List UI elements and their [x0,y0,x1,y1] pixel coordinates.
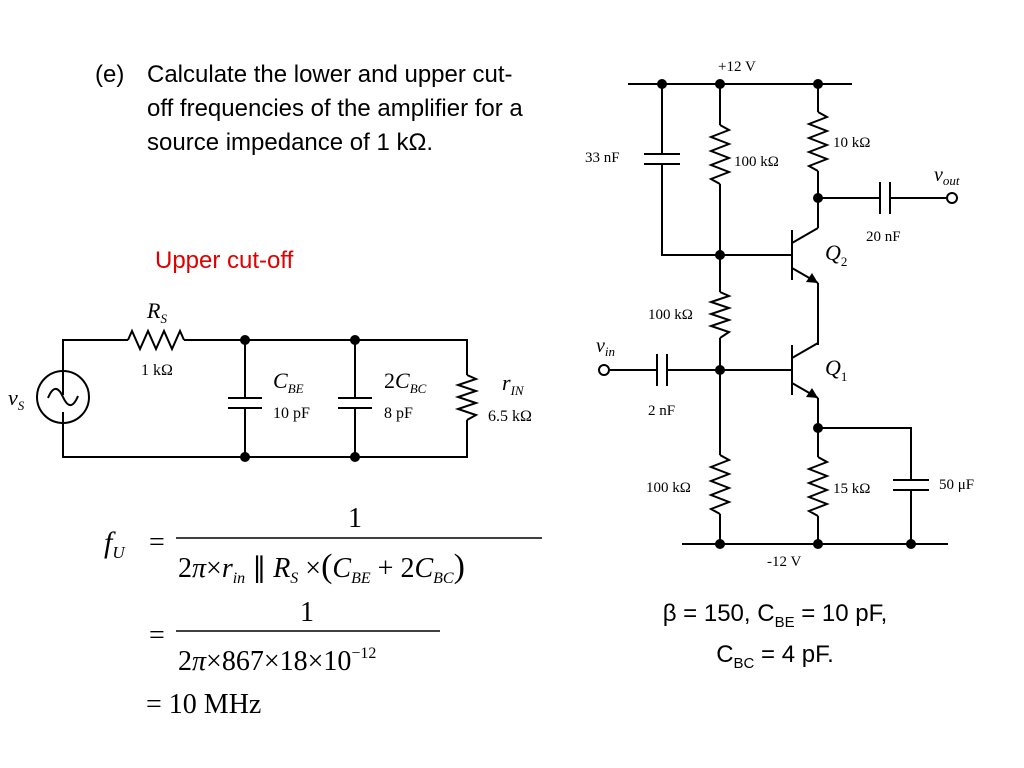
c-emitter-label: 50 μF [939,477,974,493]
parameters-line-2: CBC = 4 pF. [716,640,834,672]
cbc-label: 2CBC [384,368,427,396]
resistor-rin-symbol [454,374,480,421]
junction-dot [350,335,360,345]
junction-dot [240,452,250,462]
capacitor-cbe-symbol [228,340,262,457]
junction-dot [906,539,916,549]
vout-terminal [946,192,958,204]
equations: fU = 1 2π×rin ∥ RS ×(CBE + 2CBC) = 1 2π×… [104,503,542,720]
junction-dot [813,193,823,203]
resistor-100k-top-symbol [708,124,732,185]
cbe-label: CBE [273,368,304,396]
equation2-numerator: 1 [300,597,314,628]
capacitor-2nf-symbol [609,354,720,386]
junction-dot [813,79,823,89]
question-label: (e) [95,61,125,88]
equals-sign: = [149,620,165,651]
source-label: vS [8,385,25,413]
rs-label: RS [146,298,167,326]
rin-value: 6.5 kΩ [488,408,532,425]
supply-pos-label: +12 V [718,59,756,75]
c-top-label: 33 nF [585,150,620,166]
section-title: Upper cut-off [155,247,294,274]
wire-top-right [184,339,468,375]
junction-dot [813,423,823,433]
junction-dot [657,79,667,89]
junction-dot [240,335,250,345]
resistor-100k-mid-symbol [707,291,733,339]
equation3-result: = 10 MHz [146,689,261,720]
vin-label: vin [596,335,615,359]
r-mid-bias-label: 100 kΩ [648,307,693,323]
capacitor-33nf-symbol [644,84,720,256]
parameters-line-1: β = 150, CBE = 10 pF, [662,600,888,631]
cbe-value: 10 pF [273,405,310,422]
junction-dot [350,452,360,462]
q1-label: Q1 [825,355,847,384]
junction-dot [813,539,823,549]
equation1-numerator: 1 [348,503,362,534]
c-in-label: 2 nF [648,403,675,419]
q2-label: Q2 [825,240,847,269]
r-emitter-label: 15 kΩ [833,481,870,497]
amplifier-circuit: +12 V -12 V 33 nF 100 kΩ 100 kΩ 100 kΩ 1… [585,59,974,570]
ac-source-symbol [36,370,90,424]
equals-sign: = [149,527,165,558]
question-text: Calculate the lower and upper cut-off fr… [147,61,523,156]
cbc-value: 8 pF [384,405,413,422]
sine-wave-icon [47,387,79,407]
vin-terminal [598,364,610,376]
transistor-q1-symbol [720,342,819,399]
vout-label: vout [934,164,960,188]
parameters-note: β = 150, CBE = 10 pF, CBC = 4 pF. [610,598,940,680]
junction-dot [715,250,725,260]
q1-emitter-arrow [806,388,818,398]
small-signal-circuit: vS RS 1 kΩ CBE 10 pF 2CBC 8 pF rIN 6.5 k… [8,298,532,462]
equation1-denominator: 2π×rin ∥ RS ×(CBE + 2CBC) [178,548,465,587]
q2-emitter-arrow [806,273,818,283]
transistor-q2-symbol [720,227,819,284]
supply-neg-label: -12 V [767,554,801,570]
r-top-bias-label: 100 kΩ [734,154,779,170]
wire-top-left [62,339,128,395]
junction-dot [715,79,725,89]
equation2-denominator: 2π×867×18×10−12 [178,645,376,677]
junction-dot [715,539,725,549]
resistor-15k-symbol [806,456,830,517]
rin-label: rIN [502,370,525,398]
c-out-label: 20 nF [866,229,901,245]
resistor-10k-symbol [806,111,830,172]
capacitor-2cbc-symbol [338,340,372,457]
r-bottom-bias-label: 100 kΩ [646,480,691,496]
wire-bottom [62,412,468,458]
junction-dot [715,365,725,375]
resistor-100k-bottom-symbol [708,454,732,515]
capacitor-20nf-symbol [818,182,946,214]
rs-value: 1 kΩ [141,362,173,379]
capacitor-50uf-symbol [818,427,929,544]
r-collector-label: 10 kΩ [833,135,870,151]
resistor-rs-symbol [127,328,185,352]
equation-lhs: fU [104,526,126,562]
